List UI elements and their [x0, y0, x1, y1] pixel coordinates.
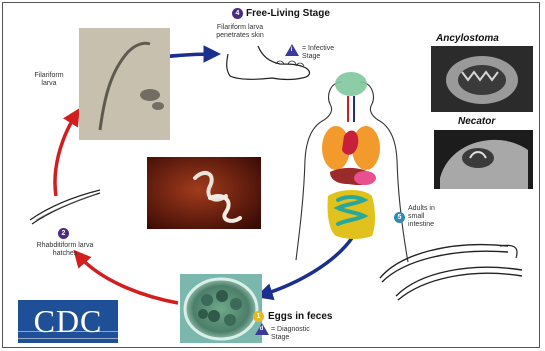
free-living-stage-title: Free-Living Stage: [246, 8, 330, 19]
egg-micrograph: [180, 274, 262, 343]
necator-micrograph: [434, 130, 533, 189]
step-1-badge: 1: [253, 311, 264, 322]
adult-worms-photo: [147, 157, 261, 229]
rhabditiform-larva-drawing: [30, 190, 100, 224]
arrow-rhabditiform-to-filariform: [55, 114, 76, 196]
eggs-in-feces-title: Eggs in feces: [268, 311, 332, 322]
infective-symbol-badge: i: [287, 46, 296, 55]
filariform-larva-label: Filariform larva: [26, 72, 72, 88]
necator-label: Necator: [458, 116, 495, 127]
cdc-logo: CDC: [18, 300, 118, 343]
rhabditiform-hatches-label: Rhabditiform larva hatches: [34, 242, 96, 258]
step-5-badge: 5: [394, 212, 405, 223]
ancylostoma-label: Ancylostoma: [436, 33, 499, 44]
adults-small-intestine-label: Adults in small intestine: [408, 205, 450, 229]
filariform-larva-micrograph: [79, 28, 170, 140]
diagnostic-symbol-badge: d: [257, 325, 266, 334]
step-4-badge: 4: [232, 8, 243, 19]
foot-drawing: [227, 46, 310, 80]
cdc-logo-stripes: [18, 331, 118, 339]
adult-worms-drawing: [380, 245, 522, 300]
filariform-penetrates-label: Filariform larva penetrates skin: [210, 24, 270, 40]
arrow-intestine-to-eggs: [262, 238, 352, 295]
human-body-figure: [296, 72, 408, 262]
diagnostic-stage-label: = Diagnostic Stage: [271, 326, 317, 342]
ancylostoma-micrograph: [431, 46, 533, 112]
infective-stage-label: = Infective Stage: [302, 45, 348, 61]
arrow-eggs-to-rhabditiform: [78, 255, 178, 303]
step-2-badge: 2: [58, 228, 69, 239]
